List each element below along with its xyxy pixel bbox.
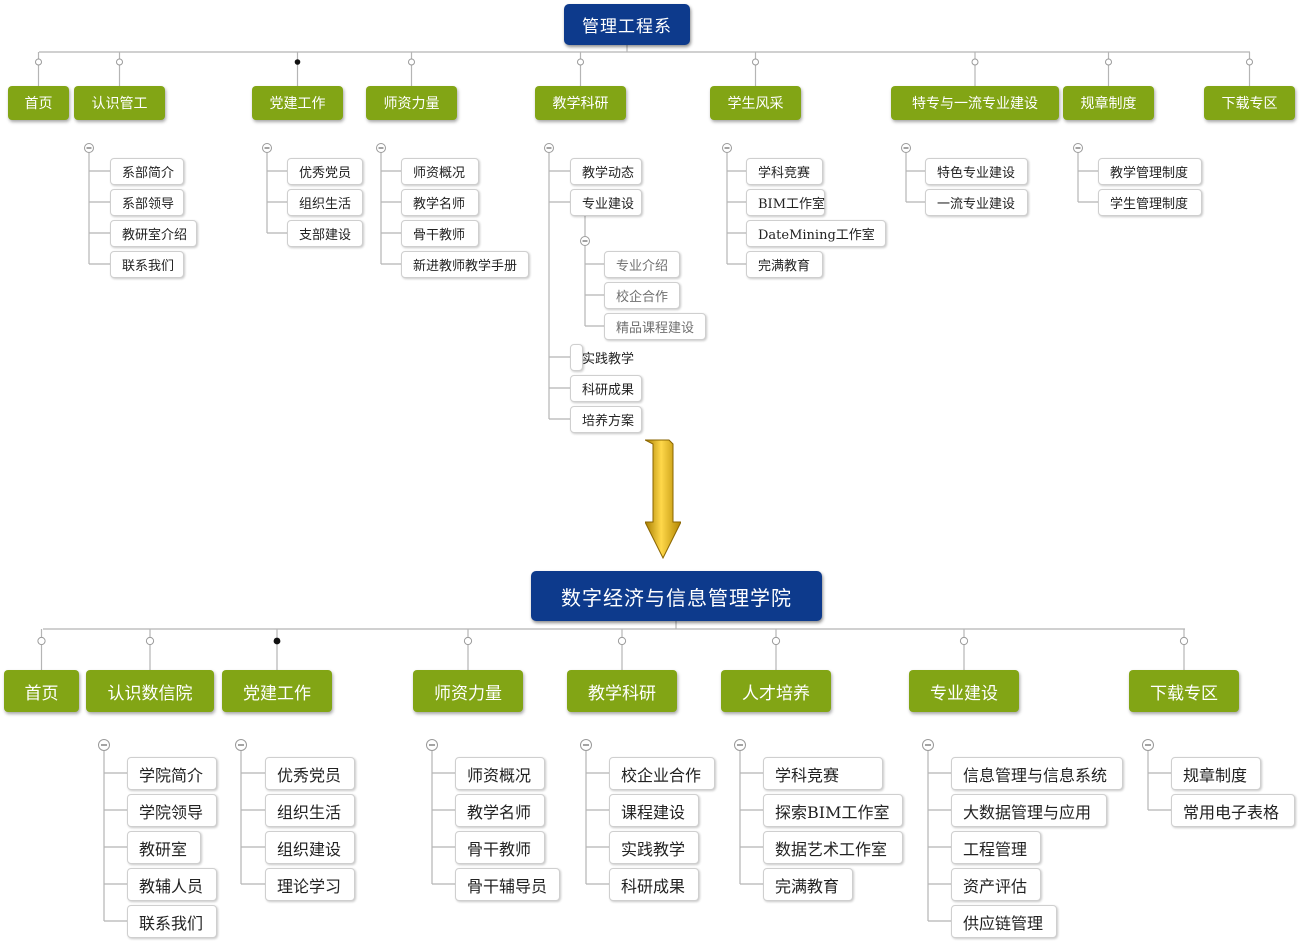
expand-handle-icon[interactable] [959, 636, 969, 646]
leaf-before-1-0[interactable]: 系部简介 [110, 158, 184, 185]
leaf-before-6-1[interactable]: 一流专业建设 [925, 189, 1028, 216]
branch-after-6[interactable]: 专业建设 [909, 670, 1019, 712]
leaf-after-2-1[interactable]: 组织生活 [265, 794, 355, 827]
expand-handle-icon[interactable] [577, 58, 584, 66]
leaf-after-6-1[interactable]: 大数据管理与应用 [951, 794, 1107, 827]
leaf-before-4-3[interactable]: 科研成果 [570, 375, 642, 402]
leaf-after-1-3[interactable]: 教辅人员 [127, 868, 217, 901]
branch-before-8[interactable]: 下载专区 [1204, 86, 1295, 120]
expand-handle-icon[interactable] [116, 58, 123, 66]
leaf-before-4-2[interactable]: 实践教学 [570, 344, 634, 371]
leaf-after-2-2[interactable]: 组织建设 [265, 831, 355, 864]
branch-before-6[interactable]: 特专与一流专业建设 [891, 86, 1059, 120]
leaf-before-1-1[interactable]: 系部领导 [110, 189, 184, 216]
expand-handle-icon[interactable] [1179, 636, 1189, 646]
branch-before-5[interactable]: 学生风采 [710, 86, 801, 120]
branch-before-0[interactable]: 首页 [8, 86, 69, 120]
leaf-after-5-3[interactable]: 完满教育 [763, 868, 853, 901]
branch-after-3[interactable]: 师资力量 [413, 670, 523, 712]
leaf-before-7-0[interactable]: 教学管理制度 [1098, 158, 1202, 185]
leaf-before-2-1[interactable]: 组织生活 [287, 189, 363, 216]
focus-dot-icon[interactable] [294, 59, 301, 65]
leaf-after-4-0[interactable]: 校企业合作 [609, 757, 715, 790]
leaf-after-2-3[interactable]: 理论学习 [265, 868, 355, 901]
leaf-after-4-2[interactable]: 实践教学 [609, 831, 699, 864]
expand-handle-icon[interactable] [617, 636, 627, 646]
root-node-before[interactable]: 管理工程系 [564, 4, 690, 45]
branch-before-4[interactable]: 教学科研 [535, 86, 626, 120]
branch-after-4[interactable]: 教学科研 [567, 670, 677, 712]
branch-before-2[interactable]: 党建工作 [252, 86, 343, 120]
expand-handle-icon[interactable] [971, 58, 979, 66]
leaf-before-3-2[interactable]: 骨干教师 [401, 220, 479, 247]
leaf-after-4-1[interactable]: 课程建设 [609, 794, 699, 827]
leaf-before-4-4[interactable]: 培养方案 [570, 406, 642, 433]
leaf-before-5-3[interactable]: 完满教育 [746, 251, 823, 278]
leaf-before-sub-2[interactable]: 精品课程建设 [604, 313, 706, 340]
leaf-after-3-0[interactable]: 师资概况 [455, 757, 545, 790]
leaf-after-6-3[interactable]: 资产评估 [951, 868, 1041, 901]
leaf-after-6-0[interactable]: 信息管理与信息系统 [951, 757, 1123, 790]
branch-before-3[interactable]: 师资力量 [366, 86, 457, 120]
branch-after-0[interactable]: 首页 [4, 670, 79, 712]
root-node-after[interactable]: 数字经济与信息管理学院 [531, 571, 822, 621]
leaf-before-sub-1[interactable]: 校企合作 [604, 282, 680, 309]
branch-after-5[interactable]: 人才培养 [721, 670, 831, 712]
leaf-after-1-4[interactable]: 联系我们 [127, 905, 217, 938]
leaf-after-5-2[interactable]: 数据艺术工作室 [763, 831, 903, 864]
leaf-before-1-2[interactable]: 教研室介绍 [110, 220, 197, 247]
leaf-before-7-1[interactable]: 学生管理制度 [1098, 189, 1202, 216]
leaf-after-2-0[interactable]: 优秀党员 [265, 757, 355, 790]
expand-handle-icon[interactable] [752, 58, 759, 66]
leaf-before-2-0[interactable]: 优秀党员 [287, 158, 363, 185]
leaf-after-3-3[interactable]: 骨干辅导员 [455, 868, 560, 901]
expand-handle-icon[interactable] [463, 636, 473, 646]
leaf-after-5-0[interactable]: 学科竞赛 [763, 757, 883, 790]
leaf-after-7-1[interactable]: 常用电子表格 [1171, 794, 1295, 827]
leaf-after-3-1[interactable]: 教学名师 [455, 794, 545, 827]
leaf-before-6-0[interactable]: 特色专业建设 [925, 158, 1028, 185]
expand-handle-icon[interactable] [145, 636, 155, 646]
leaf-before-4-1[interactable]: 专业建设 [570, 189, 642, 216]
leaf-after-1-0[interactable]: 学院简介 [127, 757, 217, 790]
leaf-after-5-1[interactable]: 探索BIM工作室 [763, 794, 903, 827]
down-arrow-icon [645, 439, 681, 560]
leaf-after-3-2[interactable]: 骨干教师 [455, 831, 545, 864]
leaf-after-1-1[interactable]: 学院领导 [127, 794, 217, 827]
branch-before-7[interactable]: 规章制度 [1063, 86, 1154, 120]
expand-handle-icon[interactable] [771, 636, 781, 646]
branch-after-2[interactable]: 党建工作 [222, 670, 332, 712]
expand-handle-icon[interactable] [37, 636, 46, 646]
branch-after-1[interactable]: 认识数信院 [86, 670, 214, 712]
leaf-before-5-1[interactable]: BIM工作室 [746, 189, 825, 216]
expand-handle-icon[interactable] [1105, 58, 1112, 66]
leaf-before-3-3[interactable]: 新进教师教学手册 [401, 251, 529, 278]
leaf-before-3-0[interactable]: 师资概况 [401, 158, 479, 185]
leaf-after-1-2[interactable]: 教研室 [127, 831, 201, 864]
leaf-before-4-0[interactable]: 教学动态 [570, 158, 642, 185]
leaf-before-3-1[interactable]: 教学名师 [401, 189, 479, 216]
leaf-before-5-0[interactable]: 学科竞赛 [746, 158, 823, 185]
leaf-after-7-0[interactable]: 规章制度 [1171, 757, 1261, 790]
expand-handle-icon[interactable] [408, 58, 415, 66]
expand-handle-icon[interactable] [35, 58, 42, 66]
leaf-after-4-3[interactable]: 科研成果 [609, 868, 699, 901]
leaf-before-5-2[interactable]: DateMining工作室 [746, 220, 886, 247]
leaf-after-6-4[interactable]: 供应链管理 [951, 905, 1057, 938]
expand-handle-icon[interactable] [1246, 58, 1253, 66]
focus-dot-icon[interactable] [273, 637, 281, 645]
leaf-before-2-2[interactable]: 支部建设 [287, 220, 363, 247]
branch-before-1[interactable]: 认识管工 [74, 86, 165, 120]
leaf-before-sub-0[interactable]: 专业介绍 [604, 251, 680, 278]
branch-after-7[interactable]: 下载专区 [1129, 670, 1239, 712]
leaf-before-1-3[interactable]: 联系我们 [110, 251, 184, 278]
leaf-after-6-2[interactable]: 工程管理 [951, 831, 1041, 864]
